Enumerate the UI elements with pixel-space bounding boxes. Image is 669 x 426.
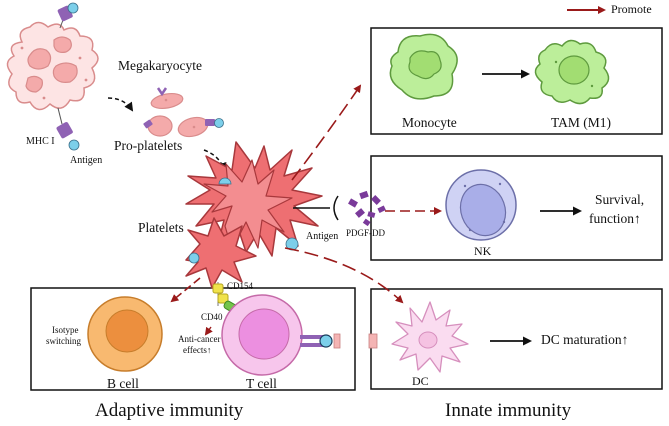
b-cell-label: B cell <box>107 376 139 391</box>
t-cell <box>221 294 303 376</box>
dendritic-cell <box>391 301 469 373</box>
mhc-receptor-top <box>57 2 79 29</box>
anticancer-label-line1: Anti-cancer <box>178 334 221 344</box>
t-cell-label: T cell <box>246 376 277 391</box>
innate-immunity-label: Innate immunity <box>445 400 572 421</box>
tam-label: TAM (M1) <box>551 115 612 130</box>
nk-cell <box>445 169 517 241</box>
pdgf-dd-particles <box>348 190 386 227</box>
mhc-receptor-bottom <box>56 107 80 151</box>
monocyte-cell <box>389 33 458 100</box>
pdgf-dd-label: PDGF-DD <box>346 228 386 238</box>
arrow-mk-to-proplatelets <box>107 97 134 112</box>
b-cell <box>87 296 163 372</box>
adaptive-immunity-label: Adaptive immunity <box>95 400 244 421</box>
legend-promote-text: Promote <box>611 2 652 16</box>
monocyte-label: Monocyte <box>402 115 457 130</box>
arrow-proplatelets-to-platelets <box>203 149 227 172</box>
platelets-cluster <box>185 141 323 289</box>
cd40-label: CD40 <box>201 312 223 322</box>
dc-label: DC <box>412 374 429 388</box>
megakaryocyte-label: Megakaryocyte <box>118 58 202 73</box>
tcr-mhc-bond <box>300 333 378 349</box>
promote-arrow-to-b-cell <box>170 277 201 303</box>
isotype-label-line1: Isotype <box>52 325 79 335</box>
tam-m1-cell <box>534 39 610 105</box>
mhc1-label: MHC I <box>26 136 55 147</box>
promote-arrow-anticancer <box>204 326 213 336</box>
isotype-label-line2: switching <box>46 336 81 346</box>
mk-antigen-label: Antigen <box>70 155 103 166</box>
pdgf-release-connector <box>293 195 339 221</box>
box-nk <box>370 155 663 261</box>
promote-arrow-to-dc <box>284 247 404 304</box>
anticancer-label-line2: effects↑ <box>183 345 212 355</box>
megakaryocyte-cell <box>6 21 99 111</box>
dc-maturation-label: DC maturation↑ <box>541 332 629 347</box>
box-adaptive <box>30 287 356 391</box>
platelet-antigen-label: Antigen <box>306 231 339 242</box>
survival-label-line2: function↑ <box>589 211 641 226</box>
pro-platelets-label: Pro-platelets <box>114 138 183 153</box>
promote-arrow-to-monocyte <box>291 84 362 181</box>
nk-label: NK <box>474 244 492 258</box>
box-monocyte-tam <box>370 27 663 135</box>
platelets-label: Platelets <box>138 220 184 235</box>
cd154-label: CD154 <box>227 281 254 291</box>
survival-label-line1: Survival, <box>595 192 645 207</box>
pro-platelets <box>143 87 224 138</box>
